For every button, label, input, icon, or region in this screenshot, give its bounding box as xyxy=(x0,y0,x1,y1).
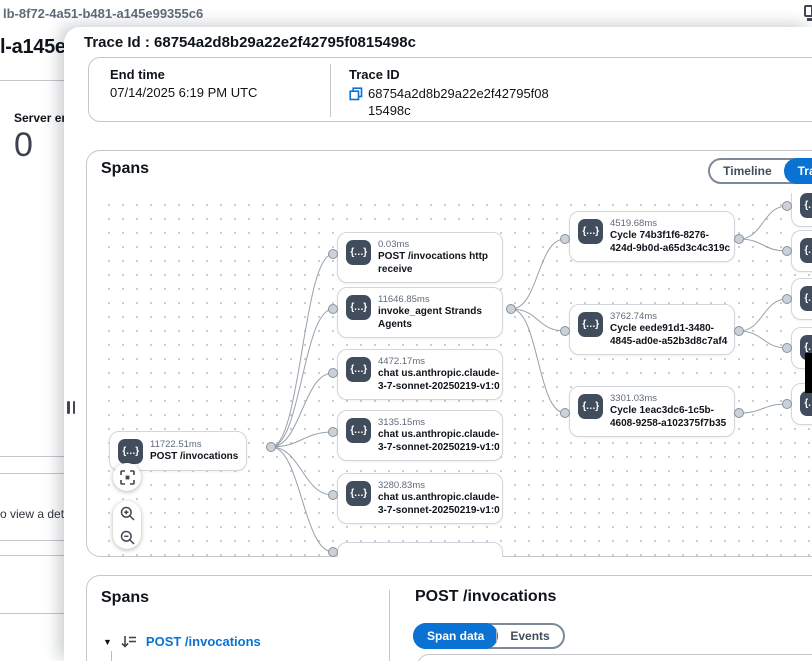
code-braces-icon: {…} xyxy=(800,286,812,311)
code-braces-icon: {…} xyxy=(346,481,371,506)
clipped-element xyxy=(805,353,812,393)
span-detail-tabs: Span data Events xyxy=(413,623,565,649)
code-braces-icon: {…} xyxy=(346,418,371,443)
code-braces-icon: {…} xyxy=(578,394,603,419)
span-title: chat us.anthropic.claude-3-7-sonnet-2025… xyxy=(378,492,500,516)
span-node-invoke-agent[interactable]: {…} 11646.85ms invoke_agent Strands Agen… xyxy=(337,287,503,338)
divider xyxy=(0,473,64,474)
tree-guide-line xyxy=(111,651,112,661)
trace-id-label: Trace ID xyxy=(349,67,400,82)
span-title: chat us.anthropic.claude-3-7-sonnet-2025… xyxy=(378,429,500,453)
span-node-http-receive[interactable]: {…} 0.03ms POST /invocations http receiv… xyxy=(337,232,503,283)
code-braces-icon: {…} xyxy=(346,357,371,382)
spans-list-heading: Spans xyxy=(101,589,150,606)
code-braces-icon: {…} xyxy=(578,219,603,244)
span-node-cycle-3[interactable]: {…} 3301.03ms Cycle 1eac3dc6-1c5b-4608-9… xyxy=(569,386,735,437)
span-duration: 4472.17ms xyxy=(378,356,426,367)
span-title: invoke_agent Strands Agents xyxy=(378,306,482,330)
span-node-clipped[interactable]: {…} xyxy=(791,278,812,320)
timeline-toggle-button[interactable]: Timeline xyxy=(710,164,784,178)
divider xyxy=(330,64,331,117)
divider xyxy=(0,555,64,556)
feedback-icon[interactable] xyxy=(804,5,812,21)
code-braces-icon: {…} xyxy=(578,312,603,337)
breadcrumb: lb-8f72-4a51-b481-a145e99355c6 xyxy=(3,6,204,21)
zoom-controls xyxy=(113,501,141,549)
spans-graph-card: Spans Timeline Trajectory xyxy=(86,150,812,557)
divider xyxy=(0,540,64,541)
span-title: chat us.anthropic.claude-3-7-sonnet-2025… xyxy=(378,368,500,392)
end-time-value: 07/14/2025 6:19 PM UTC xyxy=(110,85,258,100)
divider xyxy=(0,613,64,614)
span-node-chat-2[interactable]: {…} 3135.15ms chat us.anthropic.claude-3… xyxy=(337,410,503,461)
span-title: Cycle 74b3f1f6-8276-424d-9b0d-a65d3c4c31… xyxy=(610,230,731,254)
span-title: Cycle eede91d1-3480-4845-ad0e-a52b3d8c7a… xyxy=(610,323,728,347)
trajectory-canvas[interactable]: {…} 11722.51ms POST /invocations {…} 0.0… xyxy=(99,193,812,557)
tab-events[interactable]: Events xyxy=(497,629,562,643)
span-node-chat-3[interactable]: {…} 3280.83ms chat us.anthropic.claude-3… xyxy=(337,473,503,524)
zoom-in-button[interactable] xyxy=(117,503,137,523)
trace-summary-card: End time 07/14/2025 6:19 PM UTC Trace ID… xyxy=(88,57,812,122)
span-tree-row: ▼ POST /invocations xyxy=(103,634,261,649)
zoom-out-icon xyxy=(120,530,135,545)
tab-span-data[interactable]: Span data xyxy=(413,623,499,649)
trace-detail-panel: Trace Id : 68754a2d8b29a22e2f42795f08154… xyxy=(64,27,812,661)
hint-text: o view a detail xyxy=(0,507,64,521)
span-duration: 3280.83ms xyxy=(378,480,426,491)
server-errors-label: Server errors xyxy=(14,111,64,125)
divider xyxy=(389,590,390,661)
code-braces-icon: {…} xyxy=(800,238,812,263)
span-node-partial[interactable] xyxy=(337,542,503,557)
page-title: l-a145e99355c6 xyxy=(0,36,64,58)
divider xyxy=(0,80,64,81)
span-node-clipped[interactable]: {…} xyxy=(791,383,812,425)
expand-caret-icon[interactable]: ▼ xyxy=(103,636,112,647)
span-duration: 3135.15ms xyxy=(378,417,426,428)
code-braces-icon: {…} xyxy=(346,295,371,320)
span-node-chat-1[interactable]: {…} 4472.17ms chat us.anthropic.claude-3… xyxy=(337,349,503,400)
spans-heading: Spans xyxy=(101,160,150,177)
span-tree-root-link[interactable]: POST /invocations xyxy=(145,634,261,649)
trace-id-title: Trace Id : 68754a2d8b29a22e2f42795f08154… xyxy=(84,34,416,51)
divider xyxy=(496,629,498,643)
panel-resize-handle[interactable] xyxy=(67,401,79,415)
zoom-in-icon xyxy=(120,506,135,521)
code-braces-icon: {…} xyxy=(118,439,143,464)
divider xyxy=(0,456,64,457)
trajectory-toggle-button[interactable]: Trajectory xyxy=(783,158,812,184)
zoom-out-button[interactable] xyxy=(117,527,137,547)
end-time-label: End time xyxy=(110,67,165,82)
span-detail-card: Spans ▼ POST /invocations POST /invocati… xyxy=(86,575,812,661)
view-toggle: Timeline Trajectory xyxy=(708,158,812,184)
span-node-cycle-1[interactable]: {…} 4519.68ms Cycle 74b3f1f6-8276-424d-9… xyxy=(569,211,735,262)
span-duration: 11722.51ms xyxy=(150,438,202,450)
span-node-clipped[interactable]: {…} xyxy=(791,193,812,227)
server-errors-value: 0 xyxy=(14,126,33,164)
code-braces-icon: {…} xyxy=(346,240,371,265)
span-data-content-card xyxy=(417,654,812,661)
span-node-clipped[interactable]: {…} xyxy=(791,230,812,272)
fit-to-screen-button[interactable] xyxy=(113,463,141,491)
code-braces-icon: {…} xyxy=(800,193,812,218)
span-node-cycle-2[interactable]: {…} 3762.74ms Cycle eede91d1-3480-4845-a… xyxy=(569,304,735,355)
span-duration: 0.03ms xyxy=(378,239,410,250)
span-list-icon xyxy=(121,635,136,648)
span-duration: 11646.85ms xyxy=(378,294,430,305)
span-duration: 3762.74ms xyxy=(610,311,658,322)
span-duration: 4519.68ms xyxy=(610,218,658,229)
fit-to-screen-icon xyxy=(119,469,135,485)
code-braces-icon: {…} xyxy=(800,391,812,416)
selected-span-title: POST /invocations xyxy=(415,588,557,605)
copy-icon[interactable] xyxy=(349,87,363,101)
trace-id-value: 68754a2d8b29a22e2f42795f0815498c xyxy=(368,86,549,118)
span-title: POST /invocations http receive xyxy=(378,251,489,275)
span-title: Cycle 1eac3dc6-1c5b-4608-9258-a102375f7b… xyxy=(610,405,727,429)
span-duration: 3301.03ms xyxy=(610,393,658,404)
span-title: POST /invocations xyxy=(150,450,239,462)
